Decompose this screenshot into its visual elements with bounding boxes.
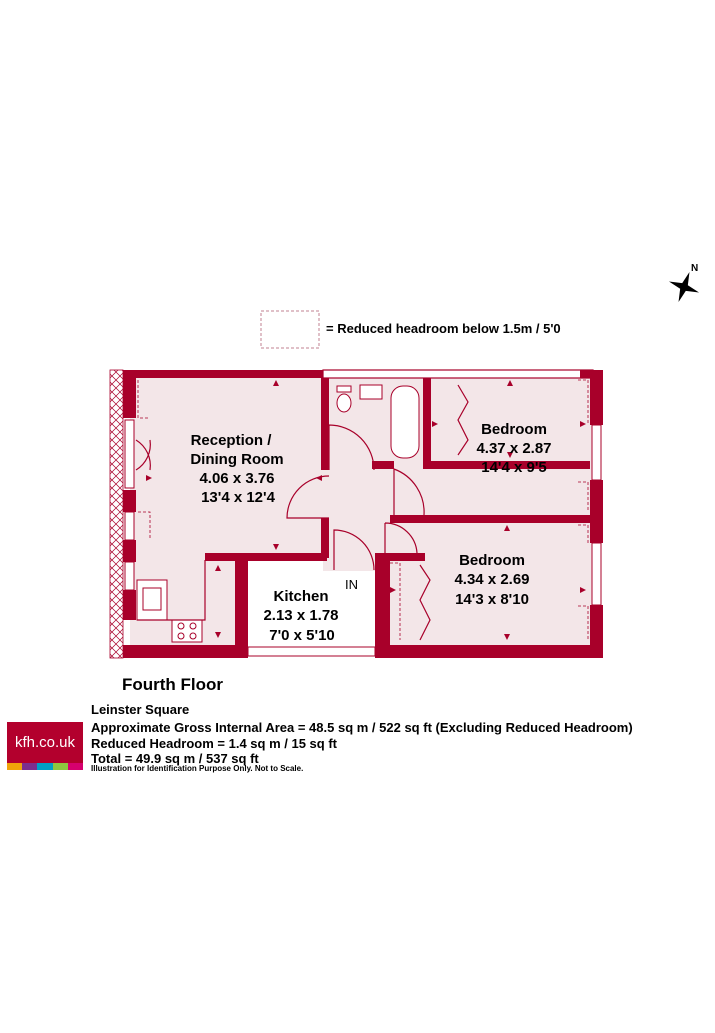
logo-color-bar: [7, 763, 84, 770]
room-labels: Reception / Dining Room 4.06 x 3.76 13'4…: [190, 421, 551, 644]
logo-color-segment-3: [52, 763, 68, 770]
windows: [124, 419, 602, 657]
legend-swatch: [260, 310, 320, 349]
room-floors: [130, 370, 593, 648]
total-area: Total = 49.9 sq m / 537 sq ft: [91, 751, 259, 766]
logo-text: kfh.co.uk: [14, 734, 76, 751]
reception-metric: 4.06 x 3.76: [199, 470, 274, 487]
reception-imperial: 13'4 x 12'4: [201, 489, 276, 506]
floor-title: Fourth Floor: [122, 675, 224, 694]
disclaimer: Illustration for Identification Purpose …: [91, 764, 304, 773]
entrance-label: IN: [345, 577, 358, 592]
kitchen-imperial: 7'0 x 5'10: [269, 627, 335, 644]
exterior-walls: [322, 369, 594, 379]
legend-text: = Reduced headroom below 1.5m / 5'0: [326, 321, 561, 336]
reception-name-line1: Reception /: [191, 432, 273, 449]
dimension-arrows: [146, 380, 586, 640]
walls: [123, 370, 603, 658]
reception-name-line2: Dining Room: [190, 451, 283, 468]
kitchen-metric: 2.13 x 1.78: [263, 607, 338, 624]
balcony-hatch: [109, 369, 124, 659]
logo-color-segment-0: [7, 763, 23, 770]
bedroom1-metric: 4.37 x 2.87: [476, 440, 551, 457]
north-compass-icon: N: [668, 263, 700, 303]
logo-color-segment-2: [37, 763, 53, 770]
logo-color-segment-4: [67, 763, 84, 770]
kitchen-fittings: [136, 560, 206, 643]
reduced-headroom-zones: [137, 379, 589, 640]
property-address: Leinster Square: [91, 702, 190, 717]
bedroom1-imperial: 14'4 x 9'5: [481, 459, 547, 476]
reduced-headroom-area: Reduced Headroom = 1.4 sq m / 15 sq ft: [91, 736, 337, 751]
gross-internal-area: Approximate Gross Internal Area = 48.5 s…: [91, 720, 633, 735]
bathroom-fittings: [336, 384, 420, 459]
kfh-logo: kfh.co.uk: [7, 722, 84, 770]
logo-color-segment-1: [22, 763, 38, 770]
kitchen-name: Kitchen: [273, 588, 328, 605]
bedroom1-name: Bedroom: [481, 421, 547, 438]
bedroom2-name: Bedroom: [459, 552, 525, 569]
compass-label: N: [691, 263, 698, 274]
bedroom2-imperial: 14'3 x 8'10: [455, 591, 529, 608]
bedroom2-metric: 4.34 x 2.69: [454, 571, 529, 588]
wardrobes: [419, 384, 469, 641]
